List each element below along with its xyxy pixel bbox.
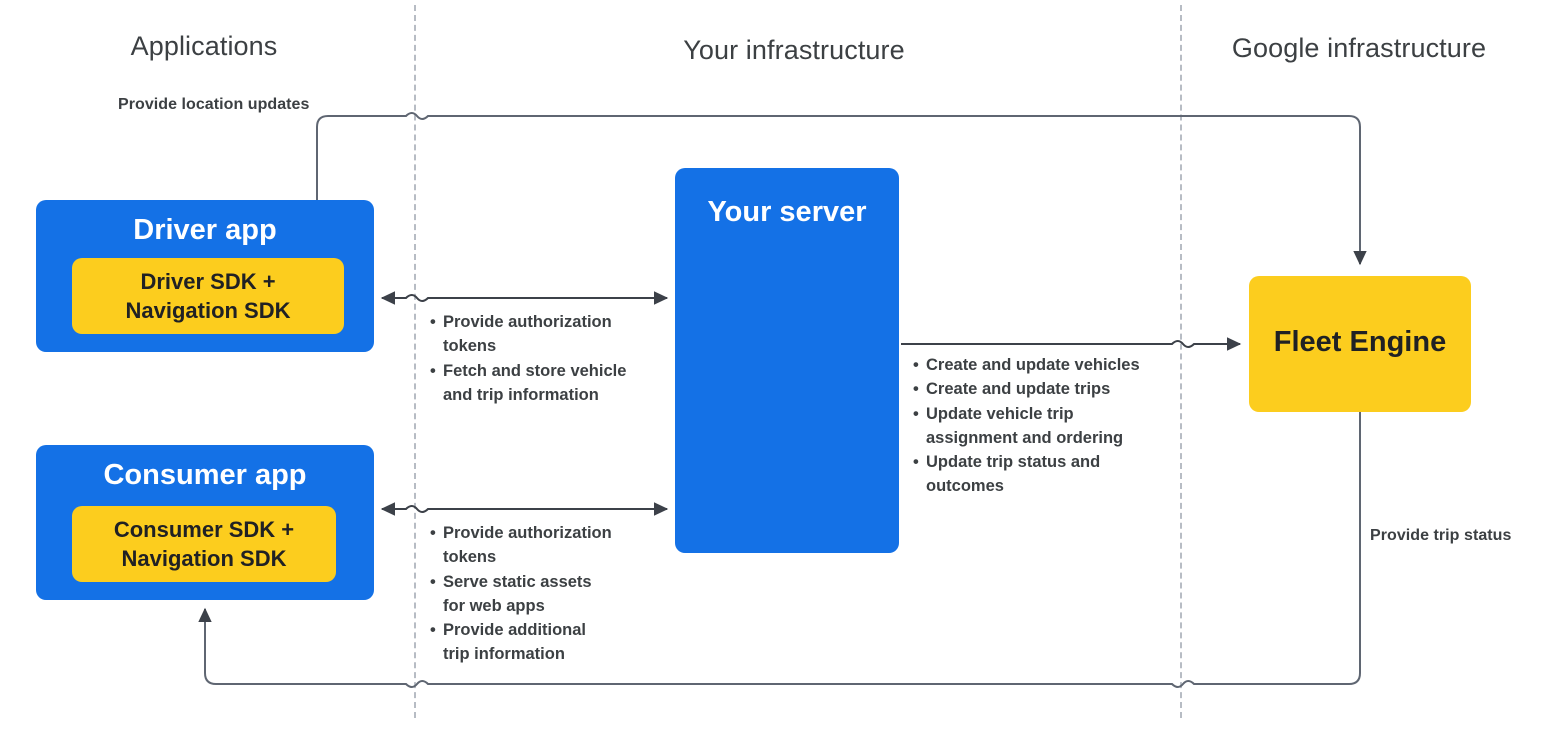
list-item: Provide authorization tokens [430, 521, 660, 570]
node-fleet-engine[interactable]: Fleet Engine [1249, 276, 1471, 412]
lane-header-google-infrastructure: Google infrastructure [1231, 33, 1487, 63]
list-item: Fetch and store vehicle and trip informa… [430, 359, 660, 408]
fleet-engine-title: Fleet Engine [1273, 326, 1447, 358]
node-your-server[interactable]: Your server [675, 168, 899, 553]
driver-sdk-box[interactable]: Driver SDK + Navigation SDK [72, 258, 344, 334]
your-server-title: Your server [707, 196, 867, 228]
list-item: Provide authorization tokens [430, 310, 660, 359]
lane-divider-applications-infrastructure [414, 5, 416, 718]
list-item: Update vehicle trip assignment and order… [913, 402, 1163, 451]
consumer-sdk-line-1: Consumer SDK + [113, 516, 295, 542]
wire-consumer-server [380, 502, 669, 516]
bullets-server-fleet-engine: Create and update vehicles Create and up… [913, 353, 1163, 499]
list-item: Update trip status and outcomes [913, 450, 1163, 499]
node-driver-app[interactable]: Driver app Driver SDK + Navigation SDK [36, 200, 374, 352]
list-item: Serve static assets for web apps [430, 570, 660, 619]
consumer-sdk-box[interactable]: Consumer SDK + Navigation SDK [72, 506, 336, 582]
lane-divider-infrastructure-google [1180, 5, 1182, 718]
list-item: Create and update vehicles [913, 353, 1163, 378]
driver-app-title: Driver app [133, 214, 277, 246]
bullets-consumer-server: Provide authorization tokens Serve stati… [430, 521, 660, 667]
consumer-sdk-line-2: Navigation SDK [121, 546, 287, 571]
lane-header-your-infrastructure: Your infrastructure [683, 35, 905, 65]
bullets-driver-server: Provide authorization tokens Fetch and s… [430, 310, 660, 407]
list-item: Provide additional trip information [430, 618, 660, 667]
consumer-app-title: Consumer app [103, 459, 307, 491]
lane-header-applications: Applications [130, 31, 278, 61]
driver-sdk-line-1: Driver SDK + [140, 268, 276, 294]
wire-server-fleet-engine [901, 337, 1242, 351]
label-provide-trip-status: Provide trip status [1370, 527, 1512, 544]
node-consumer-app[interactable]: Consumer app Consumer SDK + Navigation S… [36, 445, 374, 600]
driver-sdk-line-2: Navigation SDK [125, 298, 291, 323]
label-provide-location-updates: Provide location updates [118, 96, 310, 113]
wire-driver-server [380, 291, 669, 305]
list-item: Create and update trips [913, 377, 1163, 402]
